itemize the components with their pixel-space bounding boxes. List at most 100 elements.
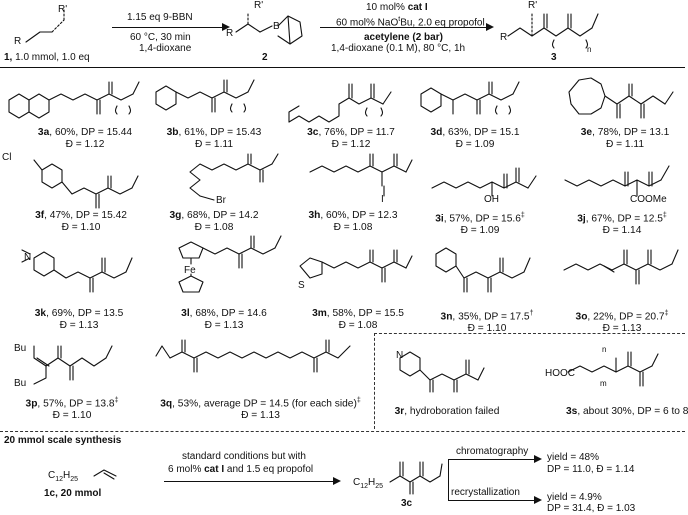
structure-3a [8, 81, 140, 119]
route2-label: recrystallization [451, 487, 520, 498]
route2-dp: DP = 31.4, Đ = 1.03 [547, 503, 636, 514]
structure-3s [567, 351, 659, 387]
route1-label: chromatography [456, 446, 529, 457]
scale-arrowhead [333, 477, 341, 485]
branch-bottom-head [534, 496, 542, 504]
intermediate-label: 2 [262, 52, 268, 63]
scale-sm-label: 1c, 20 mmol [44, 488, 102, 499]
caption-3i: 3i, 57%, DP = 15.6‡Đ = 1.09 [435, 212, 525, 237]
atom-HOOC: HOOC [545, 368, 575, 379]
arrowhead-step2 [486, 23, 494, 31]
atom-S: S [298, 280, 305, 291]
borane-intermediate [235, 11, 303, 45]
structure-3p [33, 345, 113, 385]
atom-n-3: n [587, 45, 592, 54]
scale-cond1: standard conditions but with [182, 451, 306, 462]
atom-Br: Br [216, 195, 226, 206]
structure-3e [568, 77, 674, 119]
structure-3c [288, 83, 392, 123]
structure-3m [299, 249, 413, 283]
scale-product-structure [389, 461, 443, 495]
scale-sm-structure [93, 469, 117, 480]
product-label: 3 [551, 52, 557, 63]
atom-Rprime: R' [58, 4, 68, 15]
scale-product-label: 3c [401, 498, 413, 509]
structure-3r [399, 351, 485, 393]
caption-3r: 3r, hydroboration failed [394, 406, 500, 417]
atom-I: I [381, 194, 384, 205]
atom-Bu-2: Bu [14, 378, 27, 389]
atom-n-3s: n [602, 345, 607, 354]
branch-top-head [534, 455, 542, 463]
structure-3n [435, 247, 531, 293]
atom-B: B [273, 21, 280, 32]
structure-3g [189, 153, 279, 201]
alkene-starting-material [25, 7, 65, 43]
caption-3s: 3s, about 30%, DP = 6 to 8 [566, 406, 688, 417]
structure-3j [564, 165, 670, 197]
scale-cond2: 6 mol% cat I and 1.5 eq propofol [168, 464, 314, 475]
atom-R: R [14, 36, 22, 47]
atom-Rprime-2: R' [254, 0, 264, 11]
scale-arrow [164, 481, 334, 482]
atom-COOMe: COOMe [630, 194, 667, 205]
scale-sm-formula: C12H25 [48, 470, 79, 483]
structure-3h [309, 153, 413, 197]
structure-3o [563, 249, 679, 285]
atom-R-3: R [500, 32, 508, 43]
atom-Fe: Fe [184, 265, 196, 276]
atom-R-2: R [226, 28, 234, 39]
step2-catalyst: 10 mol% cat I [366, 2, 428, 13]
atom-N: N [24, 252, 32, 263]
atom-Bu-1: Bu [14, 343, 27, 354]
atom-m-3s: m [600, 379, 607, 388]
step2-solvent: 1,4-dioxane (0.1 M), 80 °C, 1h [331, 43, 466, 54]
structure-3b [155, 79, 255, 113]
structure-3d [420, 81, 520, 115]
step2-base: 60 mol% NaOtBu, 2.0 eq propofol [336, 16, 485, 29]
arrow-step2 [320, 27, 488, 28]
sm-label: 1, 1.0 mmol, 1.0 eq [4, 52, 90, 63]
step1-solvent: 1,4-dioxane [139, 43, 192, 54]
step1-reagent: 1.15 eq 9-BBN [127, 12, 193, 23]
caption-3q: 3q, 53%, average DP = 14.5 (for each sid… [160, 397, 361, 422]
structure-3k [21, 249, 133, 293]
route2-yield: yield = 4.9% [547, 492, 602, 503]
atom-N-3r: N [396, 350, 404, 361]
route1-dp: DP = 11.0, Đ = 1.14 [547, 464, 635, 475]
structure-3l [178, 235, 282, 293]
step1-conditions: 60 °C, 30 min [130, 32, 191, 43]
branch-vertical [448, 459, 449, 501]
arrow-step1 [112, 27, 224, 28]
structure-3i [431, 167, 537, 197]
branch-top [448, 459, 536, 460]
structure-3q [155, 339, 351, 373]
dashed-box-left [374, 333, 375, 429]
dashed-box-top [374, 333, 685, 334]
atom-Rprime-3: R' [528, 0, 538, 11]
route1-yield: yield = 48% [547, 452, 599, 463]
polyene-product [507, 13, 599, 49]
caption-3n: 3n, 35%, DP = 17.5†Đ = 1.10 [440, 310, 534, 335]
scale-title: 20 mmol scale synthesis [4, 435, 122, 446]
step2-gas: acetylene (2 bar) [364, 32, 443, 43]
scale-divider [0, 431, 685, 432]
scale-product-formula: C12H25 [353, 477, 384, 490]
arrowhead-step1 [222, 23, 230, 31]
atom-Cl: Cl [2, 152, 12, 163]
scheme-divider [0, 67, 685, 68]
caption-3j: 3j, 67%, DP = 12.5‡Đ = 1.14 [577, 212, 667, 237]
caption-3o: 3o, 22%, DP = 20.7‡Đ = 1.13 [575, 310, 669, 335]
caption-3p: 3p, 57%, DP = 13.8‡Đ = 1.10 [25, 397, 119, 422]
